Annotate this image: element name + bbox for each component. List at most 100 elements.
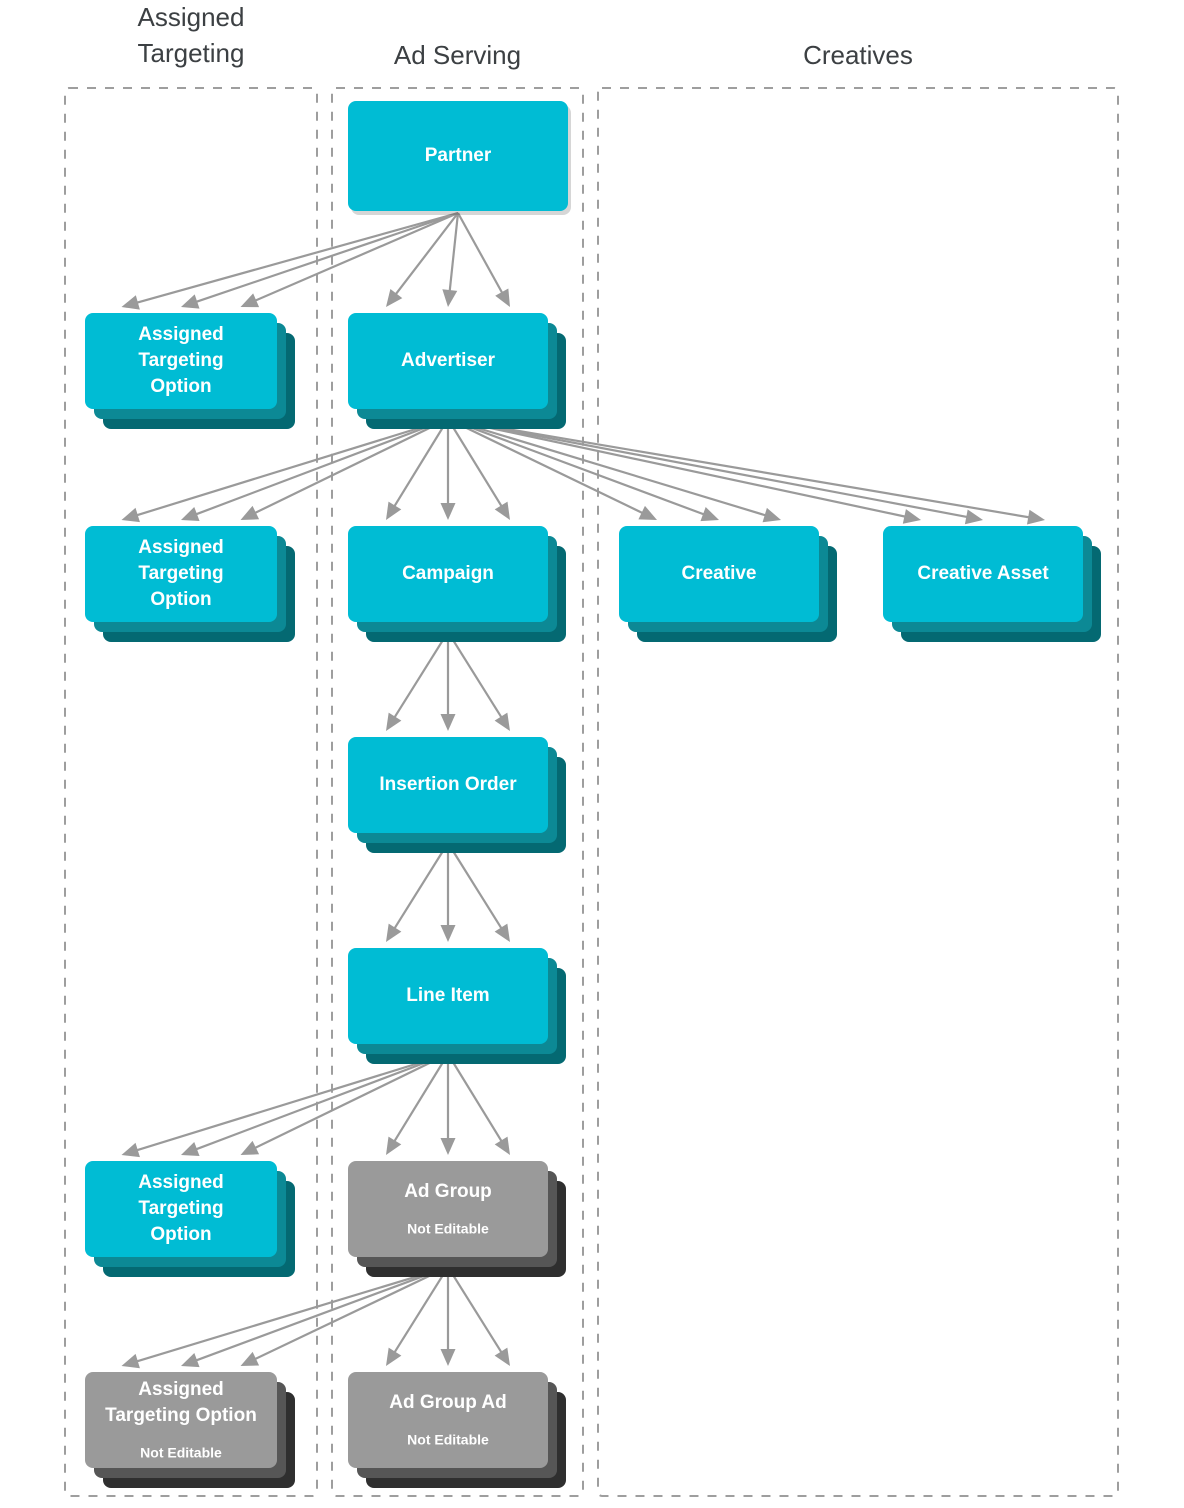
edge-3-0-head: [386, 501, 402, 520]
node-partner-card[interactable]: [348, 101, 568, 211]
node-ato-partner-label: Option: [150, 376, 211, 397]
edge-9-0-line: [392, 1053, 449, 1143]
edge-11-2-line: [447, 1266, 503, 1354]
node-creative-asset-label: Creative Asset: [917, 563, 1049, 584]
edge-1-2-line: [457, 212, 504, 295]
group-title-assigned-targeting: Targeting: [138, 38, 245, 68]
edge-3-2-line: [447, 418, 504, 508]
node-partner-label: Partner: [425, 145, 492, 166]
node-creative-label: Creative: [682, 563, 757, 584]
edge-8-1-line: [194, 1052, 449, 1151]
edge-7-2-head: [494, 923, 510, 942]
edge-1-1-line: [448, 212, 460, 293]
edge-11-0-head: [386, 1347, 402, 1366]
node-ad-group-ad-card[interactable]: [348, 1372, 548, 1468]
group-title-ad-serving: Ad Serving: [394, 40, 521, 70]
edge-5-1-head: [964, 509, 983, 525]
node-ad-group-ad-sublabel: Not Editable: [407, 1432, 489, 1448]
edges-layer: [121, 211, 1045, 1369]
group-title-assigned-targeting: Assigned: [138, 2, 245, 32]
edge-10-1-head: [181, 1353, 200, 1368]
node-ato-lineitem-label: Assigned: [138, 1172, 224, 1193]
node-ato-partner-label: Targeting: [138, 350, 223, 371]
node-campaign-card[interactable]: [348, 526, 548, 622]
edge-4-0-line: [447, 418, 644, 515]
node-ato-partner-card[interactable]: [85, 313, 277, 409]
edge-9-0-head: [386, 1136, 402, 1155]
edge-10-0-line: [135, 1265, 449, 1363]
edge-9-2-head: [494, 1136, 510, 1155]
edge-10-1-line: [194, 1265, 449, 1362]
node-insertion-order-card[interactable]: [348, 737, 548, 833]
edge-2-1-head: [181, 506, 200, 522]
edge-10-0-head: [121, 1353, 140, 1369]
node-line-item[interactable]: Line Item: [348, 948, 566, 1064]
node-ato-adgroup-label: Targeting Option: [105, 1405, 257, 1426]
edge-6-0-line: [393, 631, 449, 719]
node-ato-adgroup-sublabel: Not Editable: [140, 1445, 222, 1461]
node-ato-advertiser-label: Assigned: [138, 537, 224, 558]
node-ato-adgroup-card[interactable]: [85, 1372, 277, 1468]
edge-2-2-head: [240, 505, 260, 520]
edge-8-0-head: [121, 1142, 140, 1158]
node-ato-lineitem-label: Targeting: [138, 1198, 223, 1219]
edge-4-0-head: [638, 505, 657, 520]
node-ad-group-sublabel: Not Editable: [407, 1221, 489, 1237]
node-line-item-label: Line Item: [406, 985, 489, 1006]
edge-advertiser-to-creative-asset: [447, 417, 1045, 525]
node-partner[interactable]: Partner: [348, 101, 571, 215]
edge-campaign-to-insertion-order: [386, 631, 510, 731]
edge-0-0-head: [121, 295, 140, 310]
node-creative[interactable]: Creative: [619, 526, 837, 642]
node-ato-advertiser-card[interactable]: [85, 526, 277, 622]
edge-8-2-head: [240, 1140, 260, 1155]
edge-7-0-line: [393, 842, 449, 930]
node-ato-lineitem-label: Option: [150, 1224, 211, 1245]
node-ato-adgroup-label: Assigned: [138, 1379, 224, 1400]
edge-ad-group-to-ad-group-ad: [386, 1266, 510, 1366]
node-ad-group-label: Ad Group: [404, 1181, 492, 1202]
node-creative-card[interactable]: [619, 526, 819, 622]
edge-0-2-line: [253, 211, 459, 303]
edge-11-1-head: [440, 1349, 456, 1366]
node-advertiser-card[interactable]: [348, 313, 548, 409]
edge-advertiser-to-ato-advertiser: [121, 417, 449, 523]
edge-8-0-line: [135, 1052, 449, 1152]
node-ad-group-ad[interactable]: Ad Group Ad Not Editable: [348, 1372, 566, 1488]
edge-4-2-head: [762, 507, 781, 523]
edge-2-1-line: [194, 417, 449, 516]
node-line-item-card[interactable]: [348, 948, 548, 1044]
node-advertiser[interactable]: Advertiser: [348, 313, 566, 429]
edge-7-0-head: [386, 923, 402, 942]
node-ad-group-ad-label: Ad Group Ad: [389, 1392, 507, 1413]
edge-10-2-line: [253, 1266, 449, 1361]
edge-2-0-line: [135, 417, 449, 517]
node-ad-group-card[interactable]: [348, 1161, 548, 1257]
node-ato-lineitem-card[interactable]: [85, 1161, 277, 1257]
edge-5-0-head: [902, 509, 921, 524]
edge-0-1-line: [194, 211, 459, 304]
node-insertion-order[interactable]: Insertion Order: [348, 737, 566, 853]
edge-10-2-head: [240, 1351, 260, 1366]
edge-3-1-head: [440, 503, 456, 520]
group-frame-creatives: [597, 87, 1119, 1497]
node-ato-partner-label: Assigned: [138, 324, 224, 345]
node-creative-asset[interactable]: Creative Asset: [883, 526, 1101, 642]
edge-2-2-line: [253, 418, 449, 515]
edge-1-2-head: [495, 288, 510, 307]
edge-partner-to-advertiser: [386, 212, 510, 307]
edge-6-0-head: [386, 712, 402, 731]
node-insertion-order-label: Insertion Order: [379, 774, 517, 795]
edge-0-2-head: [240, 293, 260, 308]
edge-5-2-line: [447, 417, 1031, 519]
edge-1-0-head: [386, 288, 403, 307]
node-campaign[interactable]: Campaign: [348, 526, 566, 642]
node-creative-asset-card[interactable]: [883, 526, 1083, 622]
node-advertiser-label: Advertiser: [401, 350, 496, 371]
